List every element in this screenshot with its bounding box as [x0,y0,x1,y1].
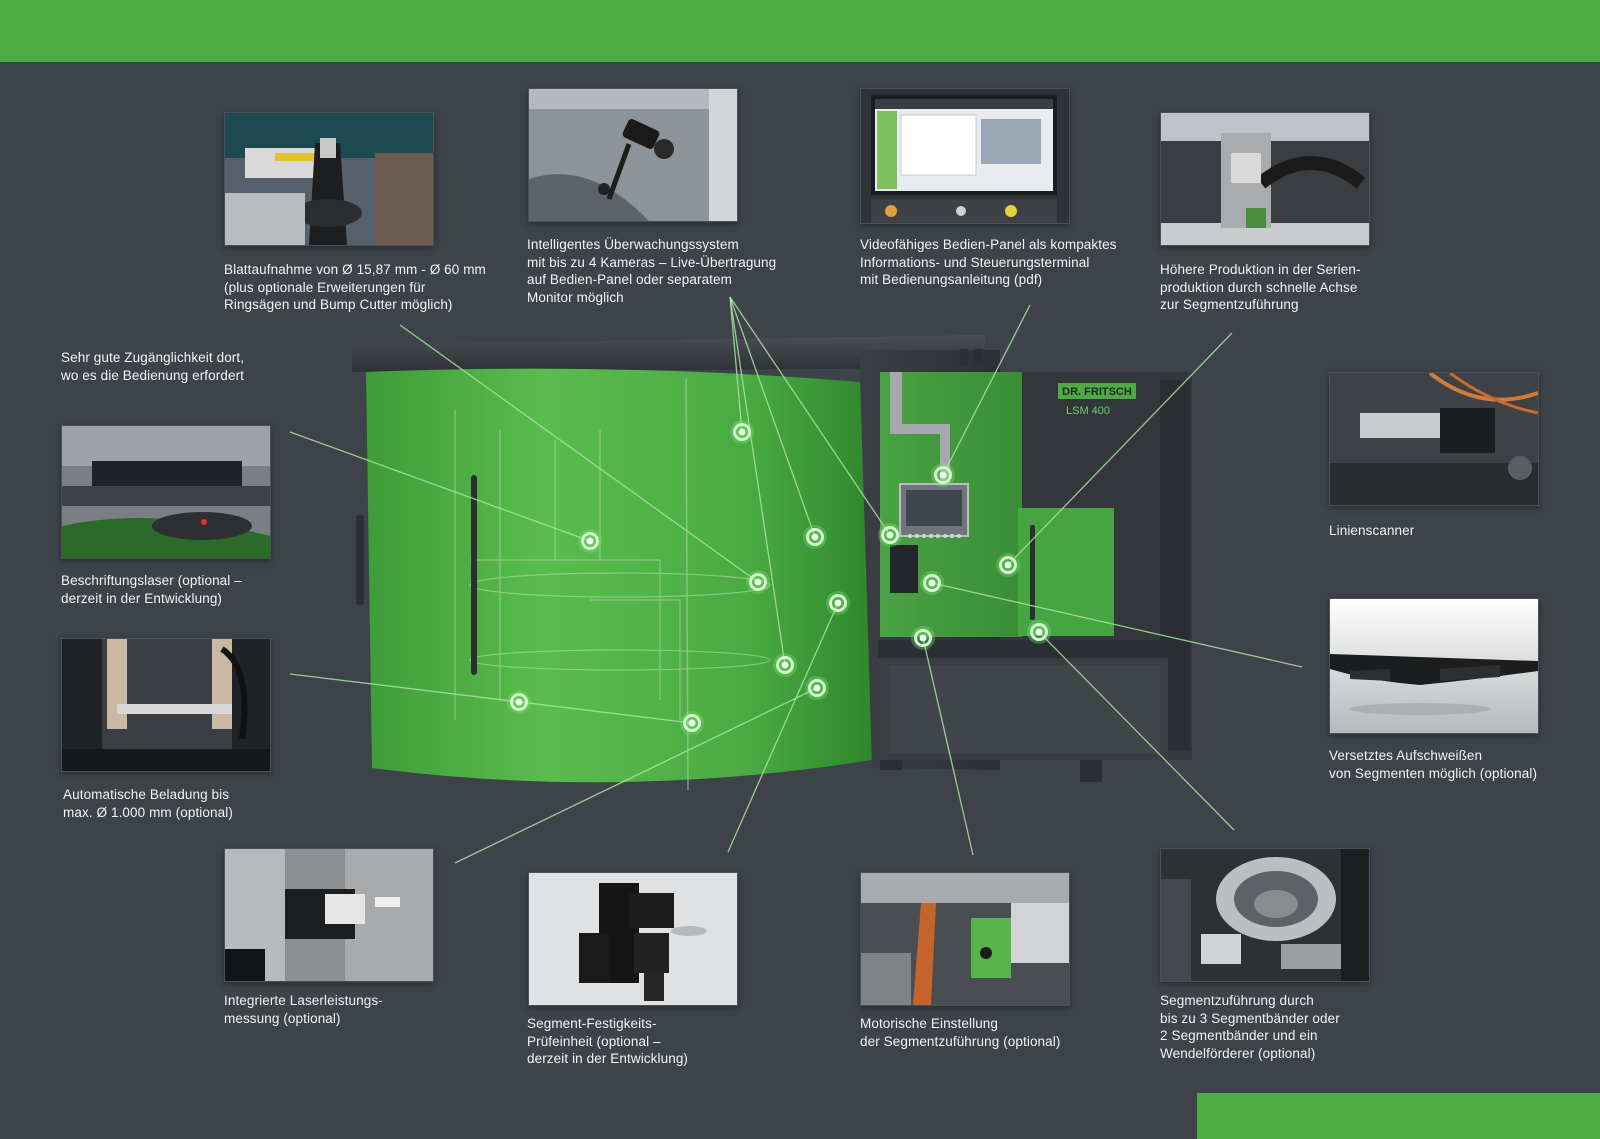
marker [773,653,797,677]
callout-lines [289,296,1303,864]
photo-line-scanner [1329,372,1539,506]
marker [803,525,827,549]
bottom-accent-band [1197,1093,1600,1139]
caption-blade-mount: Blattaufnahme von Ø 15,87 mm - Ø 60 mm (… [224,262,486,312]
marker [931,463,955,487]
caption-auto-loading: Automatische Beladung bis max. Ø 1.000 m… [63,787,233,820]
marker [826,591,850,615]
top-accent-band [0,0,1600,62]
caption-laser-power: Integrierte Laserleistungs- messung (opt… [224,993,383,1026]
marker [730,420,754,444]
caption-monitoring: Intelligentes Überwachungssystem mit bis… [527,237,777,305]
photo-segment-feed [1160,848,1370,982]
caption-accessibility: Sehr gute Zugänglichkeit dort, wo es die… [61,350,245,383]
caption-series-production: Höhere Produktion in der Serien- produkt… [1160,262,1361,312]
photo-strength-test [528,872,738,1006]
photo-blade-mount [224,112,434,246]
brand-model: LSM 400 [1066,405,1110,417]
photo-laser-power [224,848,434,982]
brand-logo-plate [1058,383,1136,399]
photo-marking-laser [61,425,271,559]
marker [1027,620,1051,644]
marker [578,529,602,553]
caption-motor-adjust: Motorische Einstellung der Segmentzuführ… [860,1016,1061,1049]
photo-offset-welding [1329,598,1539,734]
caption-strength-test: Segment-Festigkeits- Prüfeinheit (option… [527,1016,689,1066]
photo-fast-axis [1160,112,1370,246]
main-green-enclosure [366,368,872,783]
marker [911,626,935,650]
marker [680,711,704,735]
marker [507,690,531,714]
marker [996,553,1020,577]
marker [746,570,770,594]
door-handle-left [471,475,477,675]
caption-marking-laser: Beschriftungslaser (optional – derzeit i… [61,573,242,606]
caption-segment-feed: Segmentzuführung durch bis zu 3 Segmentb… [1160,993,1340,1061]
caption-offset-welding: Versetztes Aufschweißen von Segmenten mö… [1329,748,1538,781]
marker [805,676,829,700]
caption-control-panel: Videofähiges Bedien-Panel als kompaktes … [860,237,1117,287]
caption-line-scanner: Linienscanner [1329,523,1415,538]
photo-control-panel [860,88,1070,224]
photo-camera [528,88,738,222]
callout-markers [507,420,1051,735]
marker [878,523,902,547]
marker [920,571,944,595]
photo-auto-loading [61,638,271,772]
photo-motor-adjust [860,872,1070,1006]
brand-logo: DR. FRITSCH [1062,386,1132,398]
machine-roof [352,335,985,372]
